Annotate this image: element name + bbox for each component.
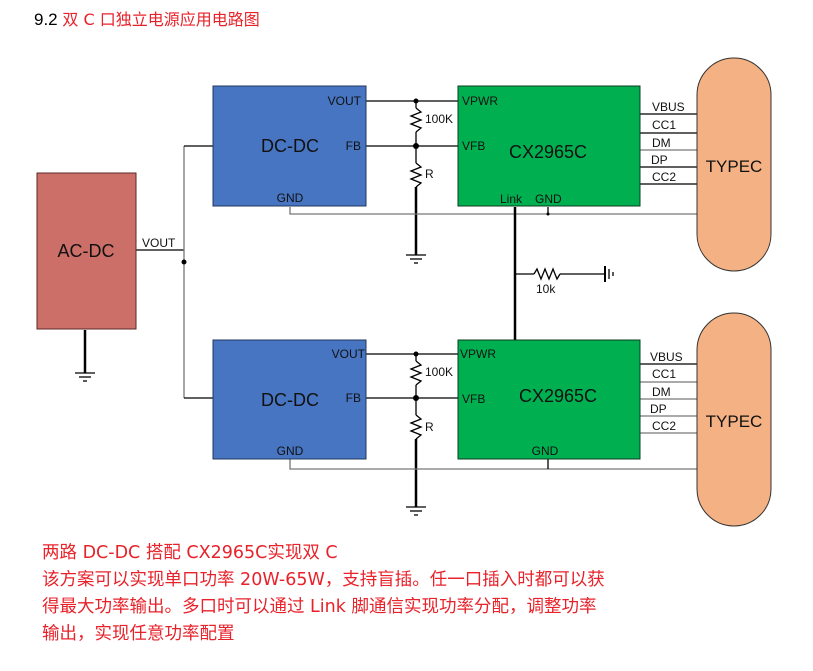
section-number: 9.2: [34, 10, 58, 29]
dcdc-top-label: DC-DC: [261, 136, 319, 156]
chip-top-block: [457, 85, 641, 207]
chip-bottom-vpwr-pin: VPWR: [460, 347, 496, 361]
signal-label: CC2: [652, 170, 676, 184]
signal-label: DP: [650, 402, 667, 416]
chip-bottom-vfb-pin: VFB: [462, 392, 485, 406]
dcdc-bottom-fb-pin: FB: [346, 391, 361, 405]
signal-label: CC1: [652, 118, 676, 132]
acdc-block: [36, 172, 137, 330]
dcdc-bottom-label: DC-DC: [261, 390, 319, 410]
junction-dot: [546, 212, 550, 216]
typec-bottom-connector: [696, 312, 772, 527]
section-title: 双 C 口独立电源应用电路图: [62, 10, 260, 29]
description: 两路 DC-DC 搭配 CX2965C实现双 C 该方案可以实现单口功率 20W…: [42, 540, 802, 648]
description-line: 得最大功率输出。多口时可以通过 Link 脚通信实现功率分配，调整功率: [42, 597, 597, 617]
acdc-label: AC-DC: [58, 241, 115, 261]
chip-top-vpwr-pin: VPWR: [462, 94, 498, 108]
description-line: 两路 DC-DC 搭配 CX2965C实现双 C: [42, 543, 338, 563]
resistor-bottom-lower-label: R: [425, 420, 434, 434]
junction-dot: [413, 395, 419, 401]
dcdc-bottom-vout-pin: VOUT: [332, 347, 366, 361]
dcdc-top-fb-pin: FB: [346, 139, 361, 153]
signal-label: DM: [652, 385, 671, 399]
signal-label: VBUS: [652, 100, 685, 114]
junction-dot: [413, 98, 419, 104]
resistor-top-lower-label: R: [425, 167, 434, 181]
junction-dot: [413, 351, 419, 357]
resistor-bottom-upper-label: 100K: [425, 365, 453, 379]
typec-top-connector: [696, 57, 772, 272]
signal-label: CC1: [652, 367, 676, 381]
circuit-diagram: AC-DC VOUT DC-DC VOUT FB GND DC-DC VOUT …: [36, 57, 772, 527]
dcdc-bottom-block: [212, 339, 367, 460]
acdc-vout-label: VOUT: [142, 236, 176, 250]
signal-label: CC2: [652, 419, 676, 433]
typec-bottom-label: TYPEC: [706, 412, 763, 431]
dcdc-bottom-gnd-pin: GND: [277, 444, 304, 458]
dcdc-top-gnd-pin: GND: [277, 191, 304, 205]
signal-label: DP: [651, 153, 668, 167]
junction-dot: [181, 259, 187, 265]
chip-top-label: CX2965C: [509, 142, 587, 162]
chip-bottom-gnd-pin: GND: [532, 444, 559, 458]
signal-label: DM: [652, 136, 671, 150]
dcdc-top-vout-pin: VOUT: [328, 94, 362, 108]
chip-top-link-pin: Link: [500, 192, 523, 206]
section-heading: 9.2 双 C 口独立电源应用电路图: [34, 6, 260, 30]
chip-bottom-label: CX2965C: [519, 386, 597, 406]
typec-top-label: TYPEC: [706, 157, 763, 176]
chip-bottom-block: [457, 339, 641, 460]
junction-dot: [413, 143, 419, 149]
description-line: 输出，实现任意功率配置: [42, 624, 235, 644]
resistor-top-upper-label: 100K: [425, 112, 453, 126]
dcdc-top-block: [212, 85, 367, 207]
chip-top-vfb-pin: VFB: [462, 139, 485, 153]
chip-top-gnd-pin: GND: [535, 192, 562, 206]
description-line: 该方案可以实现单口功率 20W-65W，支持盲插。任一口插入时都可以获: [42, 570, 605, 590]
signal-label: VBUS: [650, 350, 683, 364]
resistor-link-label: 10k: [536, 282, 556, 296]
